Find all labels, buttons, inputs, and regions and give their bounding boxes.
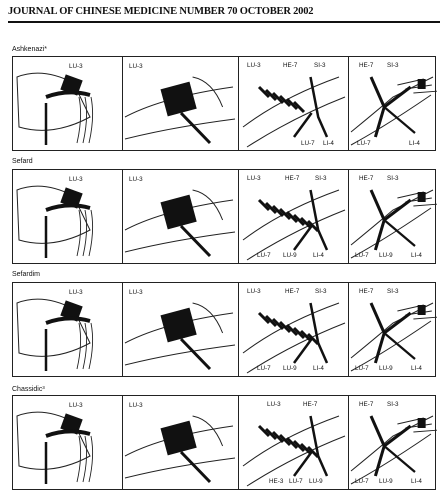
acupoint-label: LU-7 (257, 365, 271, 372)
acupoint-label: LU-7 (257, 252, 271, 259)
acupoint-label: SI-3 (387, 288, 399, 295)
acupoint-label: HE-7 (359, 62, 373, 69)
journal-header: JOURNAL OF CHINESE MEDICINE NUMBER 70 OC… (8, 6, 438, 22)
illustration-drawing (13, 57, 123, 150)
illustration-drawing (13, 396, 123, 489)
acupoint-label: SI-3 (387, 401, 399, 408)
illustration-drawing (349, 283, 437, 376)
illustration-drawing (239, 57, 349, 150)
illustration-panel: LU-3 (123, 57, 239, 150)
acupoint-label: LU-7 (289, 478, 303, 485)
acupoint-label: LU-3 (69, 402, 83, 409)
illustration-drawing (13, 170, 123, 263)
acupoint-label: HE-7 (303, 401, 317, 408)
acupoint-label: SI-3 (387, 62, 399, 69)
acupoint-label: SI-3 (387, 175, 399, 182)
acupoint-label: LU-3 (129, 176, 143, 183)
acupoint-label: LU-9 (283, 365, 297, 372)
illustration-panel: LU-3 (123, 170, 239, 263)
illustration-drawing (123, 396, 239, 489)
acupoint-label: SI-3 (315, 288, 327, 295)
acupoint-label: LU-3 (69, 176, 83, 183)
acupoint-label: LU-3 (129, 289, 143, 296)
acupoint-label: LI-4 (313, 252, 324, 259)
illustration-drawing (349, 396, 437, 489)
acupoint-label: LU-9 (379, 365, 393, 372)
acupoint-label: LU-3 (267, 401, 281, 408)
acupoint-label: LU-3 (69, 63, 83, 70)
illustration-drawing (349, 57, 437, 150)
section-label: Sefardim (12, 270, 40, 279)
illustration-drawing (349, 170, 437, 263)
acupoint-label: HE-3 (269, 478, 283, 485)
acupoint-label: LU-3 (247, 288, 261, 295)
acupoint-label: LI-4 (411, 365, 422, 372)
acupoint-label: LI-4 (411, 252, 422, 259)
acupoint-label: LI-4 (313, 365, 324, 372)
section-label: Sefard (12, 157, 33, 166)
illustration-drawing (239, 396, 349, 489)
illustration-panel: LU-3 (123, 396, 239, 489)
section-label: Ashkenazi* (12, 45, 47, 54)
acupoint-label: LU-9 (379, 478, 393, 485)
section-label: Chassidic³ (12, 385, 45, 394)
illustration-drawing (239, 283, 349, 376)
acupoint-label: HE-7 (359, 175, 373, 182)
acupoint-label: LI-4 (409, 140, 420, 147)
acupoint-label: LU-3 (129, 402, 143, 409)
acupoint-label: SI-3 (314, 62, 326, 69)
illustration-drawing (123, 283, 239, 376)
header-rule (8, 21, 440, 23)
acupoint-label: LU-9 (379, 252, 393, 259)
acupoint-label: LU-9 (283, 252, 297, 259)
acupoint-label: LU-3 (247, 175, 261, 182)
acupoint-label: HE-7 (285, 288, 299, 295)
acupoint-label: LI-4 (323, 140, 334, 147)
illustration-panel: LU-3 (123, 283, 239, 376)
acupoint-label: SI-3 (315, 175, 327, 182)
acupoint-label: HE-7 (283, 62, 297, 69)
acupoint-label: LU-3 (247, 62, 261, 69)
illustration-drawing (13, 283, 123, 376)
acupoint-label: LU-7 (355, 252, 369, 259)
acupoint-label: LU-7 (355, 365, 369, 372)
illustration-drawing (123, 57, 239, 150)
acupoint-label: LU-9 (309, 478, 323, 485)
acupoint-label: LU-7 (357, 140, 371, 147)
illustration-panel: LU-3 (13, 396, 123, 489)
illustration-panel: LU-3 (13, 170, 123, 263)
illustration-drawing (123, 170, 239, 263)
acupoint-label: LI-4 (411, 478, 422, 485)
acupoint-label: HE-7 (285, 175, 299, 182)
acupoint-label: LU-3 (129, 63, 143, 70)
illustration-panel: LU-3 (13, 57, 123, 150)
acupoint-label: LU-7 (301, 140, 315, 147)
acupoint-label: HE-7 (359, 401, 373, 408)
illustration-drawing (239, 170, 349, 263)
illustration-panel: LU-3 (13, 283, 123, 376)
acupoint-label: HE-7 (359, 288, 373, 295)
acupoint-label: LU-7 (355, 478, 369, 485)
acupoint-label: LU-3 (69, 289, 83, 296)
